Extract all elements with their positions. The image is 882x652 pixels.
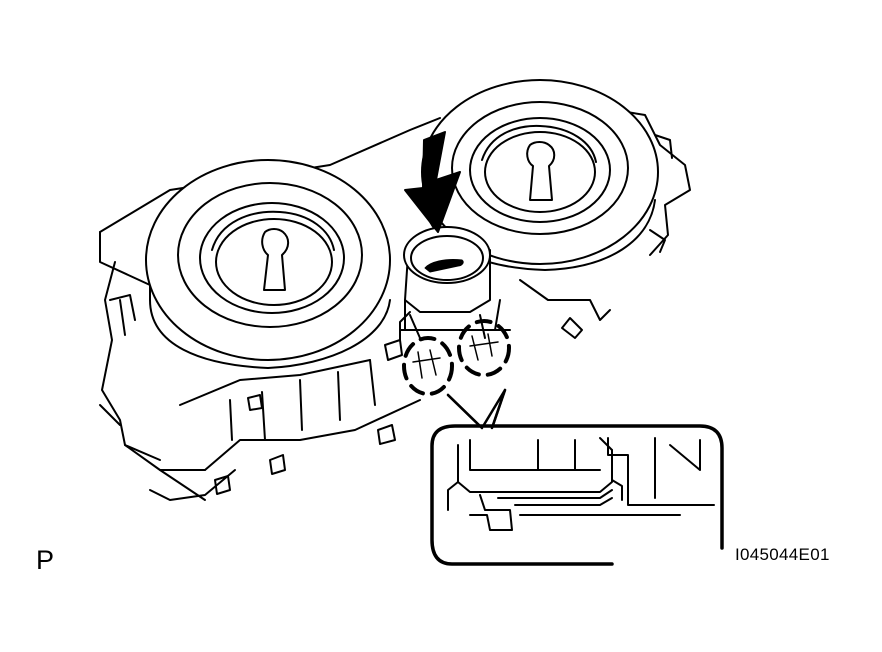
magnified-callout: [432, 390, 722, 564]
claw-callout-circle-icon: [404, 321, 509, 394]
center-switch: [400, 227, 510, 340]
left-rotary-knob: [146, 160, 390, 368]
press-arrow-icon: [405, 132, 460, 232]
panel-housing: [100, 110, 690, 500]
corner-letter: P: [36, 545, 55, 575]
figure-code: I045044E01: [735, 545, 830, 564]
claw-detail-marks: [413, 334, 498, 378]
